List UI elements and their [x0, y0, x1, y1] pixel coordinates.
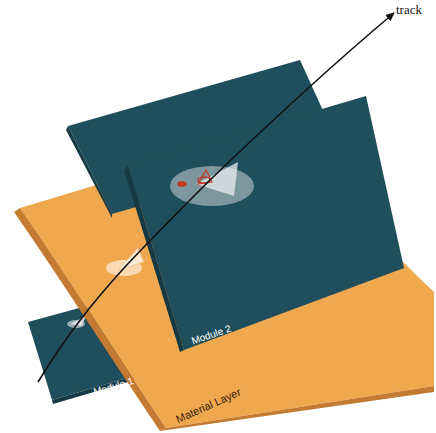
track-label: track	[396, 2, 422, 18]
particle-track	[38, 13, 394, 382]
